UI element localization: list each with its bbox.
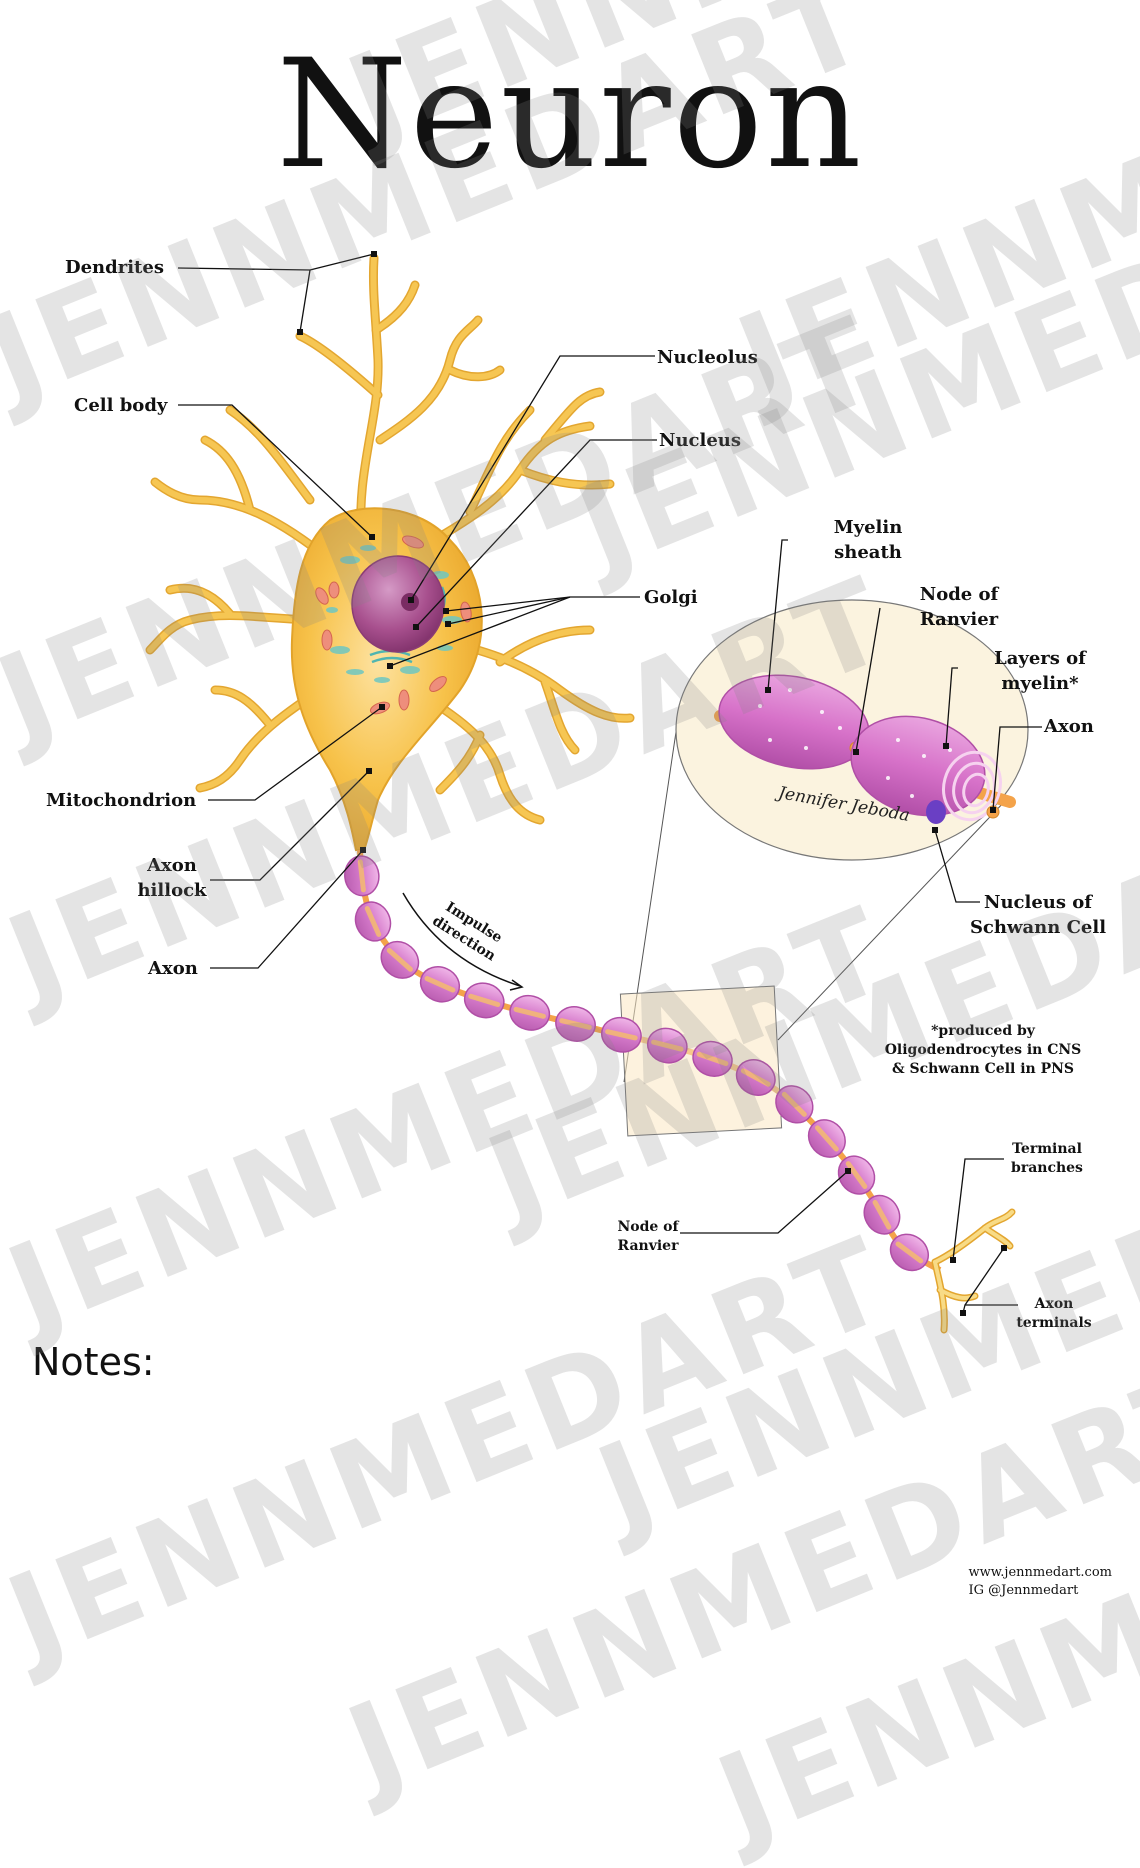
label-axon-terminals-line2: terminals (1016, 1315, 1092, 1331)
leader-lines (177, 253, 1042, 1314)
label-node-line1: Node of (617, 1219, 679, 1235)
label-mitochondrion: Mitochondrion (46, 790, 197, 811)
label-axon-hillock-line2: hillock (137, 880, 207, 901)
notes-heading: Notes: (32, 1340, 155, 1384)
label-node-inset-line2: Ranvier (919, 609, 999, 630)
layers-of-myelin (942, 750, 1002, 822)
leader-dots (297, 251, 1007, 1316)
axon-core-segment (364, 906, 382, 937)
credit-website: www.jennmedart.com (968, 1565, 1112, 1580)
credit: www.jennmedart.com IG @Jennmedart (968, 1564, 1112, 1600)
label-terminal-line2: branches (1011, 1160, 1083, 1176)
axon-core-segment (814, 1125, 839, 1152)
label-golgi: Golgi (644, 587, 698, 608)
mitochondria (315, 535, 472, 715)
neuron-diagram: Jennifer Jeboda (145, 251, 1042, 1334)
label-axon-terminals-line1: Axon (1034, 1296, 1074, 1312)
axon-core-segment (895, 1241, 924, 1264)
axon-core-segment (740, 1068, 771, 1087)
footnote-line3: & Schwann Cell in PNS (891, 1061, 1075, 1077)
label-layers-line1: Layers of (994, 648, 1086, 669)
label-node-of-ranvier-inset: Node of Ranvier (906, 582, 1012, 632)
label-axon-terminals: Axon terminals (1010, 1295, 1098, 1333)
label-node-inset-line1: Node of (919, 584, 999, 605)
axon-core-segment (357, 859, 366, 893)
myelin-inset: Jennifer Jeboda (675, 599, 1029, 861)
axon-core-segment (845, 1161, 868, 1190)
label-nucleolus: Nucleolus (657, 347, 758, 368)
label-myelin-line1: Myelin (833, 517, 903, 538)
label-node-of-ranvier: Node of Ranvier (612, 1218, 684, 1256)
axon-core-segment (696, 1051, 729, 1067)
label-terminal-line1: Terminal (1012, 1141, 1082, 1157)
axon-core-segment (872, 1199, 892, 1230)
label-layers-of-myelin: Layers of myelin* (985, 646, 1095, 696)
axon-core-segment (513, 1006, 546, 1019)
myelin-segments (344, 855, 929, 1272)
label-layers-line2: myelin* (1001, 673, 1079, 694)
label-cell-body: Cell body (74, 395, 168, 416)
page-title: Neuron (276, 28, 864, 202)
label-terminal-branches: Terminal branches (1004, 1140, 1090, 1178)
label-axon-inset: Axon (1044, 716, 1094, 737)
axon-core-segment (386, 947, 413, 972)
axon-core-segment (424, 976, 456, 993)
label-axon-hillock-line1: Axon (147, 855, 197, 876)
impulse-direction-arrow (402, 892, 524, 991)
footnote-line2: Oligodendrocytes in CNS (884, 1042, 1082, 1058)
label-axon: Axon (148, 958, 198, 979)
axon-terminals (931, 1208, 1016, 1334)
schwann-nucleus (926, 800, 946, 824)
label-schwann-line2: Schwann Cell (969, 917, 1107, 938)
label-myelin-sheath: Myelin sheath (818, 515, 918, 565)
label-myelin-line2: sheath (834, 542, 902, 563)
label-node-line2: Ranvier (617, 1238, 679, 1254)
label-schwann-line1: Nucleus of (983, 892, 1093, 913)
axon-core-segment (651, 1039, 684, 1052)
footnote-line1: *produced by (931, 1023, 1035, 1039)
axon-core-segment (468, 993, 501, 1008)
axon-core-segment (559, 1018, 592, 1030)
credit-instagram: IG @Jennmedart (968, 1583, 1079, 1598)
endoplasmic-reticulum (326, 545, 462, 683)
footnote: *produced by Oligodendrocytes in CNS & S… (878, 1022, 1088, 1079)
axon-core-segment (605, 1029, 638, 1041)
label-dendrites: Dendrites (65, 257, 164, 278)
axon-core-segment (781, 1091, 807, 1117)
label-nucleus-of-schwann-cell: Nucleus of Schwann Cell (968, 890, 1108, 940)
nucleus (351, 555, 445, 653)
cell-body (290, 507, 483, 851)
label-nucleus: Nucleus (659, 430, 742, 451)
label-axon-hillock: Axon hillock (124, 853, 220, 903)
